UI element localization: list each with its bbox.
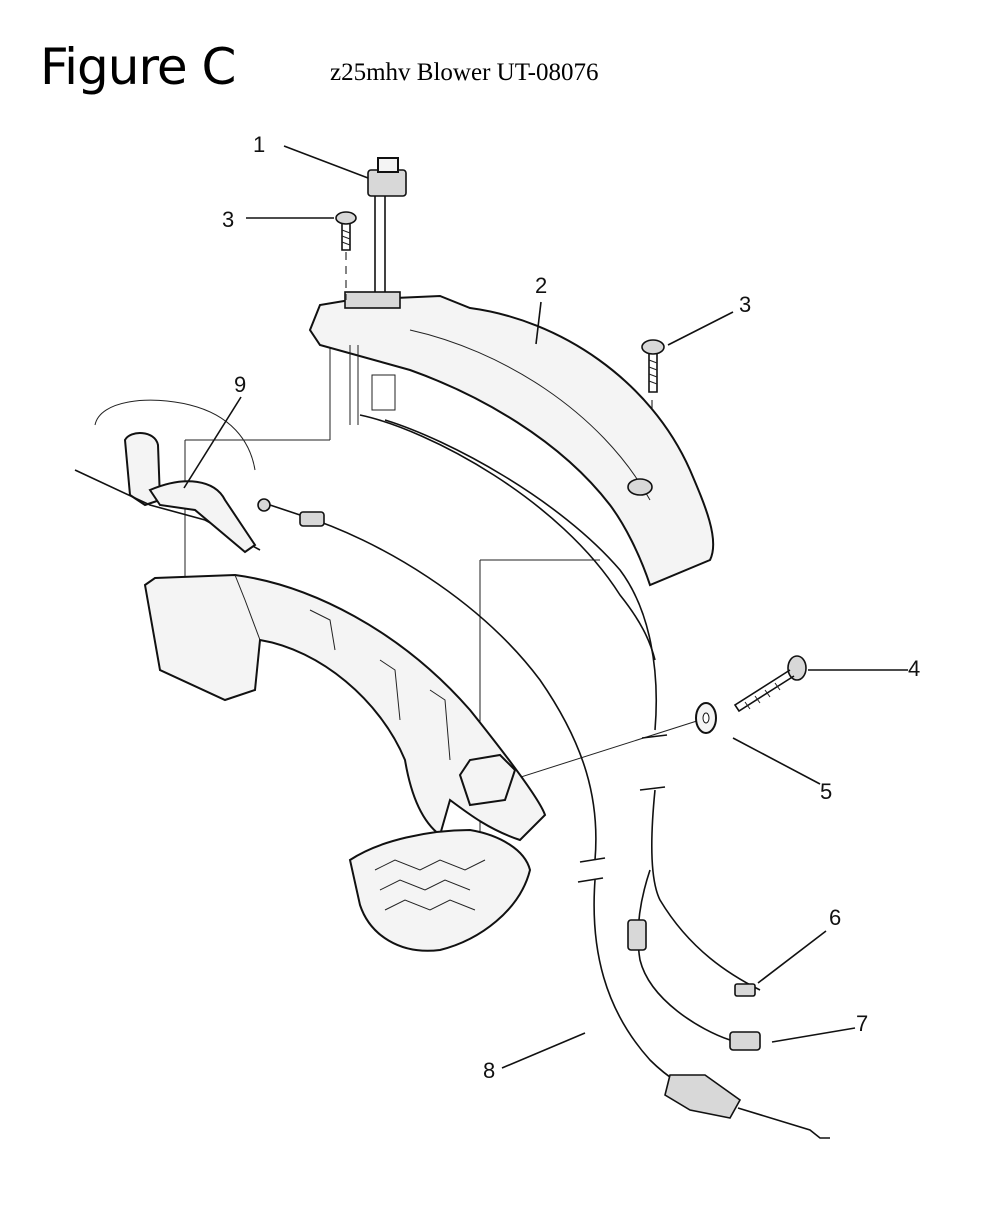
screw-icon	[335, 211, 357, 300]
throttle-cable-icon	[269, 504, 830, 1139]
callout-6: 6	[829, 905, 841, 930]
leader-lines	[183, 145, 908, 1069]
callout-3: 3	[222, 207, 234, 232]
callout-5: 5	[820, 779, 832, 804]
callout-2: 2	[535, 273, 547, 298]
switch-icon	[367, 157, 407, 292]
callout-1: 1	[253, 132, 265, 157]
callout-8: 8	[483, 1058, 495, 1083]
washer-icon	[695, 702, 717, 734]
handle-cover-icon	[308, 291, 715, 661]
throttle-trigger-icon	[74, 399, 271, 554]
handle-housing-icon	[143, 573, 547, 952]
wire-terminal-icon	[384, 419, 761, 997]
figure-title: Figure C	[40, 38, 236, 96]
callout-labels: 1 3 2 3 9 4 5 6 7 8	[222, 132, 920, 1083]
callout-3b: 3	[739, 292, 751, 317]
wire-connector-icon	[627, 869, 761, 1051]
callout-9: 9	[234, 372, 246, 397]
figure-subtitle: z25mhv Blower UT-08076	[330, 59, 599, 86]
bolt-icon	[733, 655, 807, 713]
callout-7: 7	[856, 1011, 868, 1036]
callout-4: 4	[908, 656, 920, 681]
screw-icon	[641, 339, 665, 393]
